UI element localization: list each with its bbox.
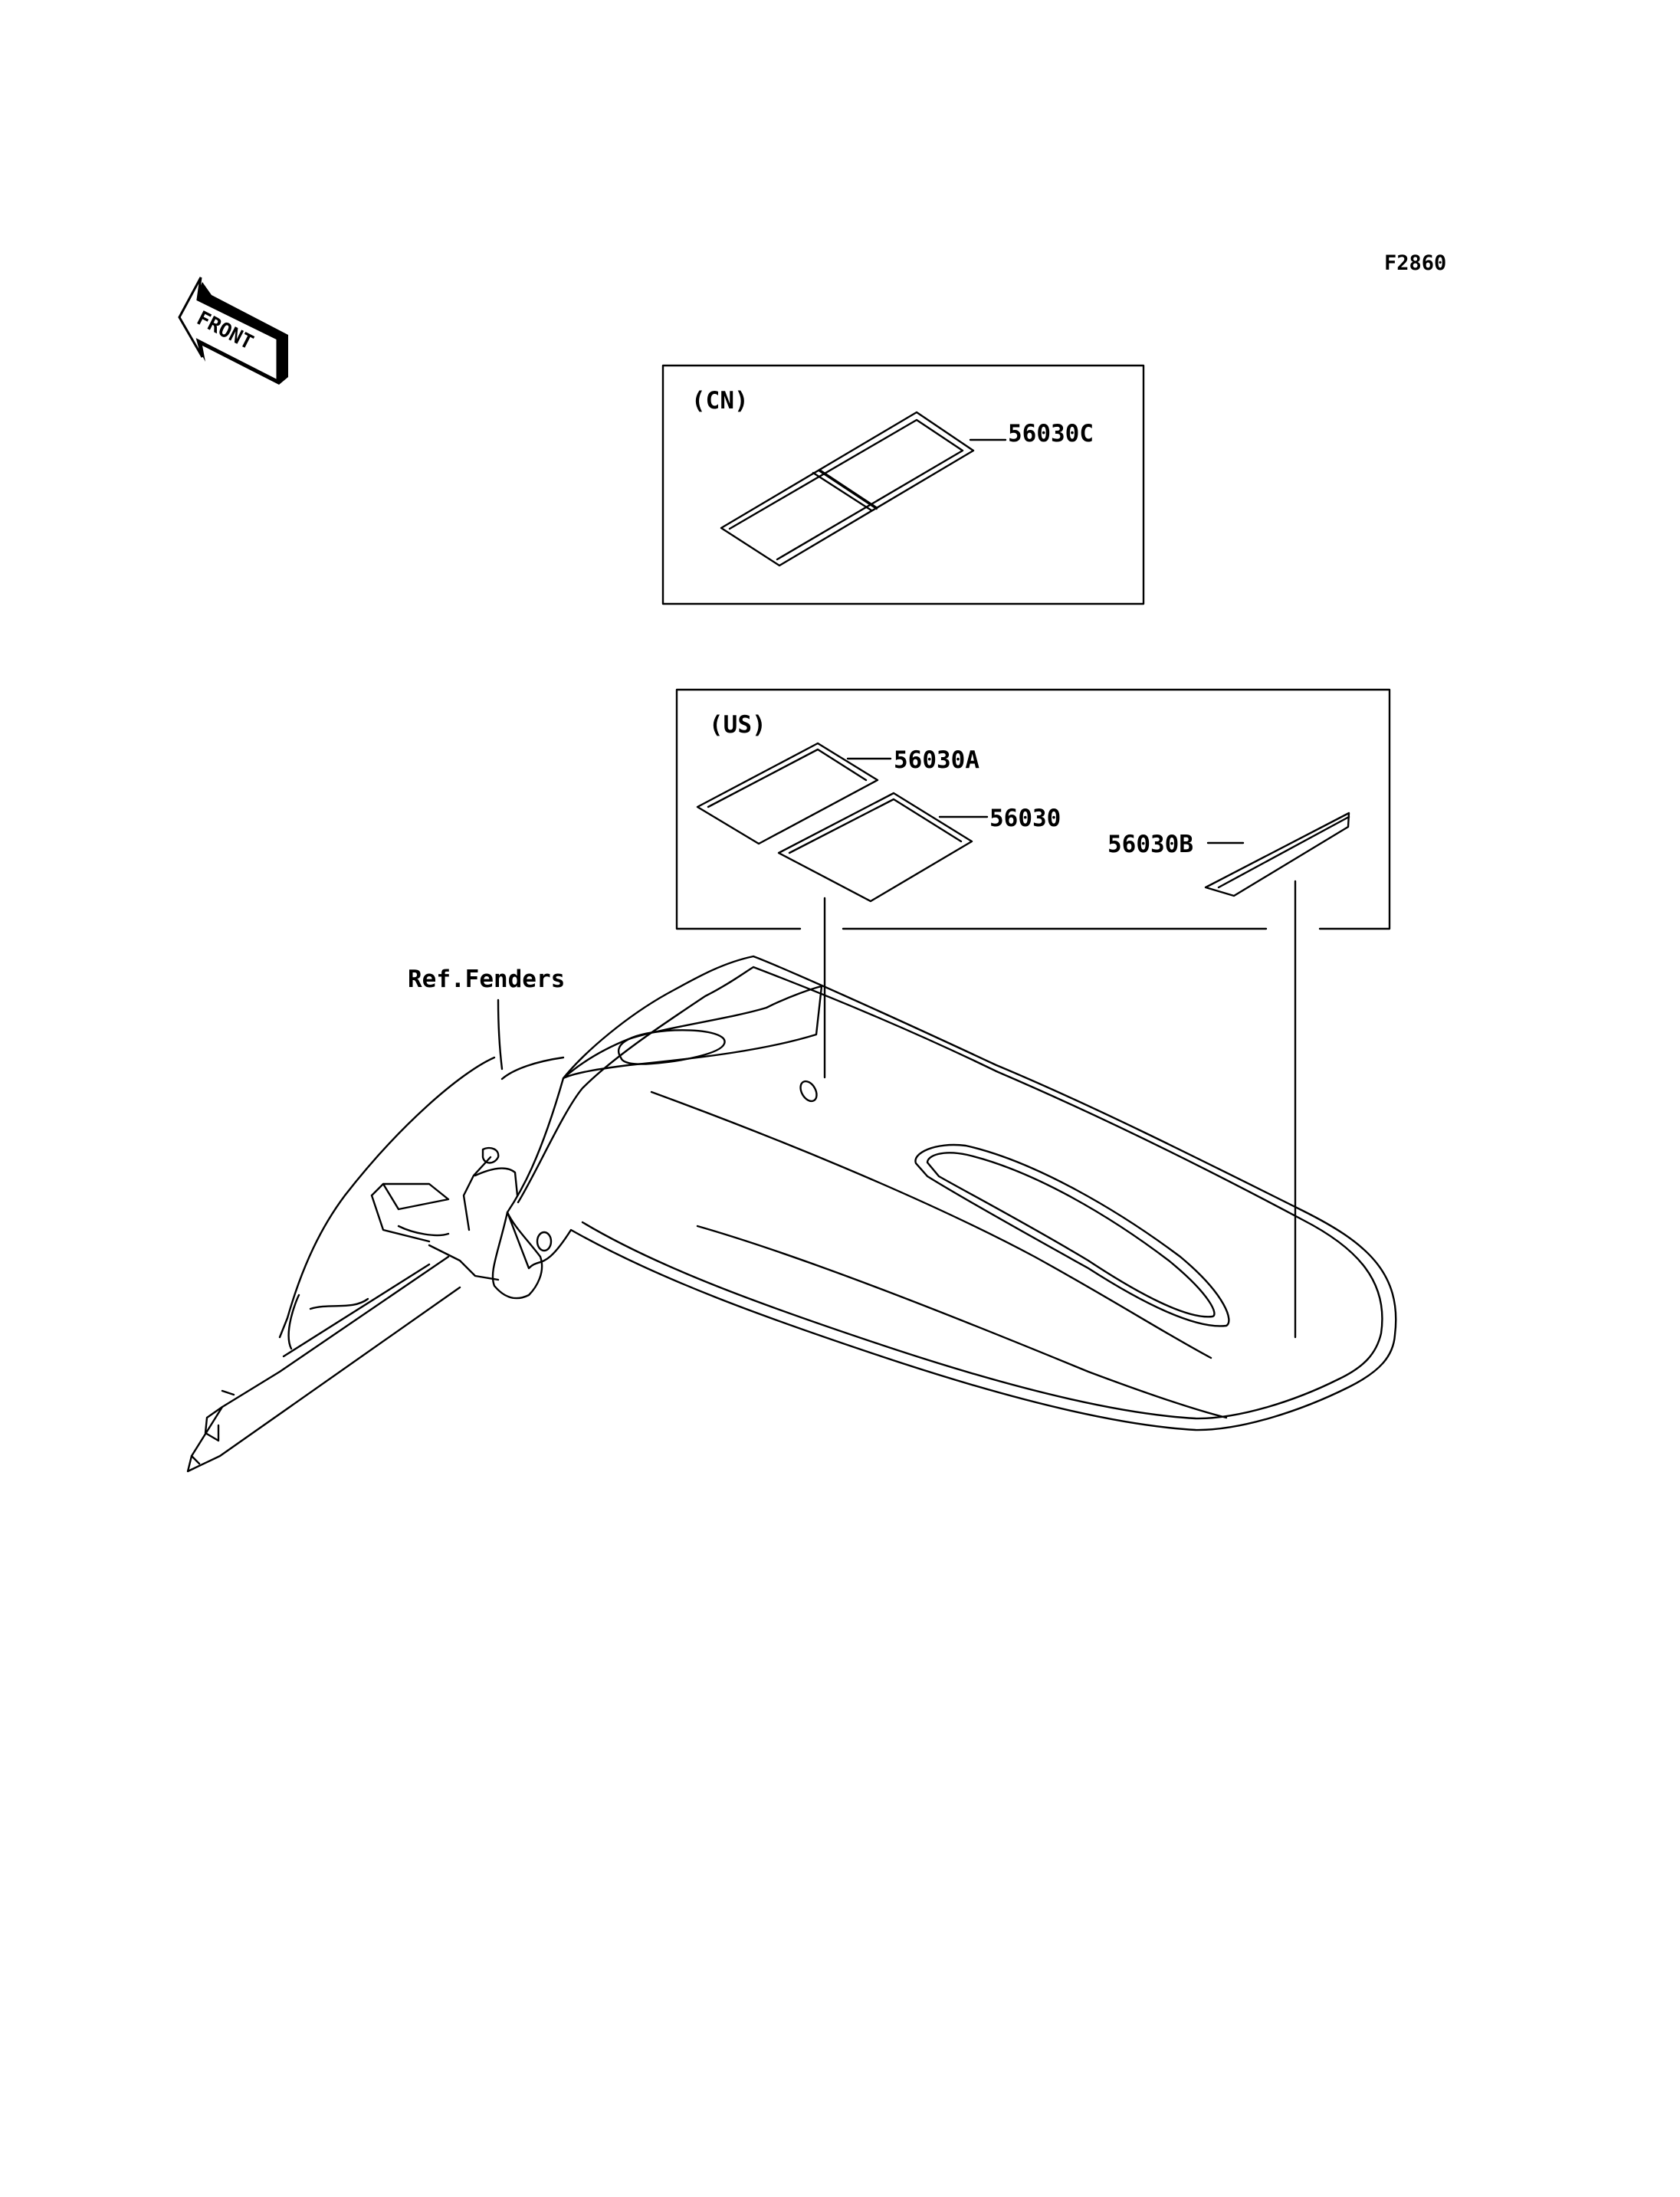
leader-ref-fenders <box>497 998 504 1071</box>
cn-group: (CN) 56030C <box>661 364 1145 605</box>
rear-fender-drawing <box>186 955 1397 1473</box>
part-label-56030: 56030 <box>989 805 1061 832</box>
decal-56030c-shape <box>720 411 975 567</box>
reference-label-fenders: Ref.Fenders <box>408 966 565 993</box>
part-label-56030b: 56030B <box>1107 831 1193 858</box>
cn-group-frame <box>661 364 1145 605</box>
us-group: (US) 56030A 56030 56030B <box>675 688 1391 1339</box>
decal-56030b-shape <box>1204 812 1350 897</box>
part-label-56030a: 56030A <box>894 746 979 774</box>
decal-56030a-shape <box>696 742 879 845</box>
front-arrow-icon: FRONT <box>178 277 288 385</box>
us-group-label: (US) <box>709 711 766 739</box>
us-group-frame <box>675 688 1391 930</box>
cn-group-label: (CN) <box>691 387 749 415</box>
decal-56030-shape <box>777 792 973 903</box>
part-label-56030c: 56030C <box>1008 420 1094 448</box>
figure-code: F2860 <box>1384 251 1446 275</box>
